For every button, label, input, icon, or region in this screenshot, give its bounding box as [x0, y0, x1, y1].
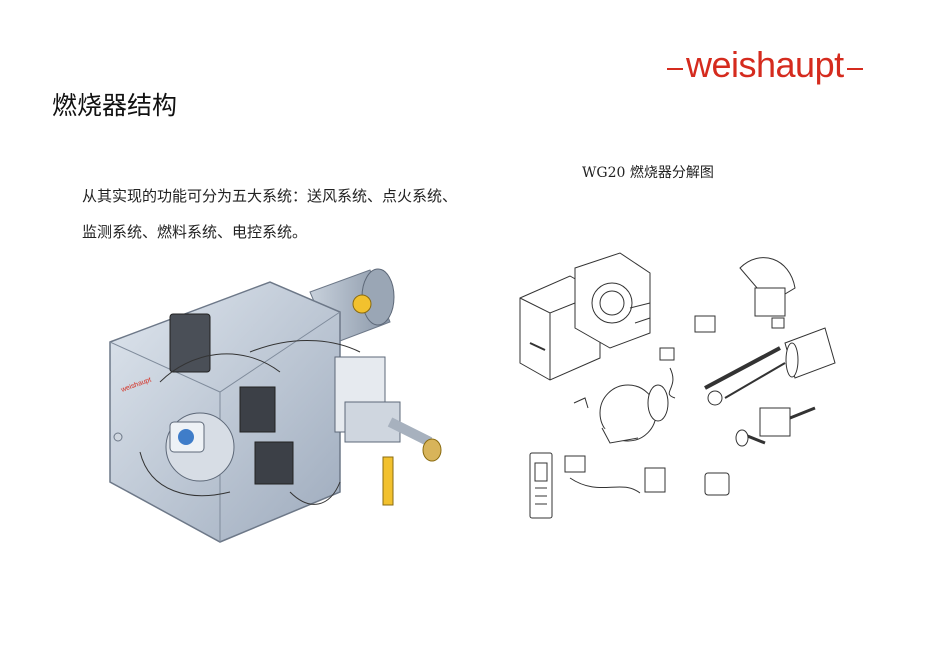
fan-motor: [165, 412, 235, 482]
flame-tube: [784, 327, 836, 379]
page-title: 燃烧器结构: [52, 91, 178, 120]
weishaupt-logo: weishaupt: [664, 44, 866, 86]
air-damper-assembly: [739, 257, 796, 329]
logo-text: weishaupt: [686, 44, 844, 85]
gas-valve-train: [334, 356, 442, 506]
control-box: [529, 452, 586, 519]
intro-line-1: 从其实现的功能可分为五大系统：送风系统、点火系统、: [82, 187, 458, 205]
logo-dash-right: [846, 68, 863, 70]
housing-frame: [574, 252, 651, 349]
intro-line-2: 监测系统、燃料系统、电控系统。: [82, 223, 308, 241]
gas-valve-part: [735, 406, 816, 447]
burner-cutaway-illustration: weishaupt: [109, 268, 442, 543]
wiring: [139, 340, 361, 505]
wg20-exploded-view-diagram: [519, 252, 836, 519]
fan-motor-part: [573, 384, 669, 444]
intro-text: 从其实现的功能可分为五大系统：送风系统、点火系统、 监测系统、燃料系统、电控系统…: [82, 178, 502, 250]
ignition-electrode: [704, 346, 786, 406]
exploded-view-caption: WG20 燃烧器分解图: [582, 165, 714, 181]
small-components: [569, 315, 730, 496]
logo-dash-left: [667, 68, 683, 70]
